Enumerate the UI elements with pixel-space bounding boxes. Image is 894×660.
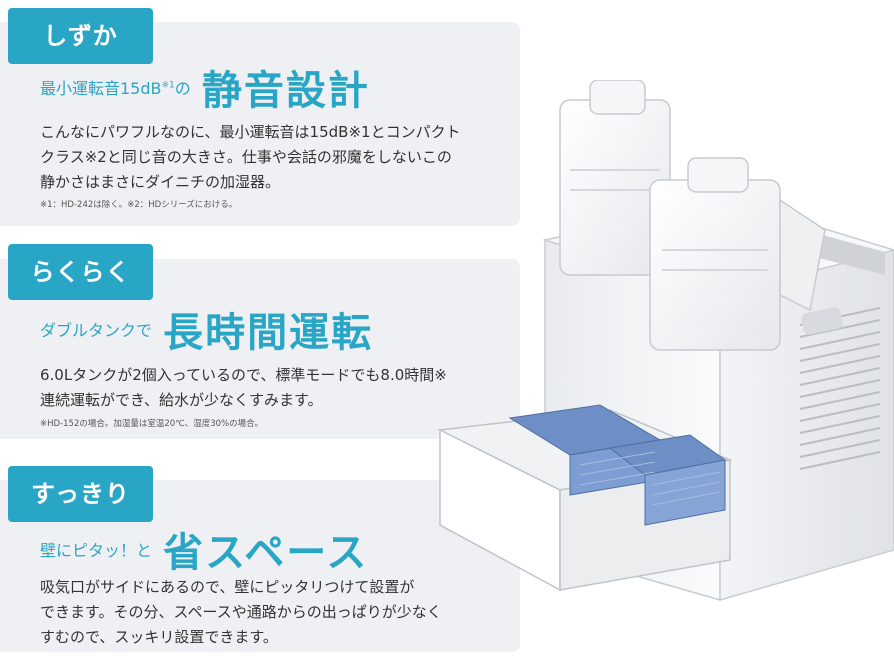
headline-lead-compact: 壁にピタッ！と: [40, 541, 153, 560]
body-quiet: こんなにパワフルなのに、最小運転音は15dB※1とコンパクト クラス※2と同じ音…: [40, 120, 510, 195]
headline-compact: 壁にピタッ！と 省スペース: [40, 520, 368, 578]
body-line: クラス※2と同じ音の大きさ。仕事や会話の邪魔をしないこの: [40, 148, 452, 166]
section-tag-quiet: しずか: [8, 8, 153, 64]
headline-title-quiet: 静音設計: [201, 68, 370, 114]
handle-grip: [801, 307, 843, 335]
water-tank-right: [649, 157, 826, 351]
lead-footnote-mark: ※1: [161, 80, 175, 91]
body-line: 吸気口がサイドにあるので、壁にピッタリつけて設置が: [40, 578, 415, 596]
body-line: 連続運転ができ、給水が少なくすみます。: [40, 391, 323, 409]
body-line: できます。その分、スペースや通路からの出っぱりが少なく: [40, 603, 442, 621]
footnote-easy: ※HD-152の場合。加湿量は室温20℃、湿度30%の場合。: [40, 419, 264, 429]
headline-lead-quiet: 最小運転音15dB※1の: [40, 79, 191, 98]
body-line: 6.0Lタンクが2個入っているので、標準モードでも8.0時間※: [40, 366, 447, 384]
headline-title-compact: 省スペース: [163, 530, 369, 576]
body-compact: 吸気口がサイドにあるので、壁にピッタリつけて設置が できます。その分、スペースや…: [40, 575, 510, 650]
body-line: 静かさはまさにダイニチの加湿器。: [40, 173, 281, 191]
body-line: こんなにパワフルなのに、最小運転音は15dB※1とコンパクト: [40, 123, 461, 141]
humidifier-filter: [508, 404, 727, 526]
section-tag-compact: すっきり: [8, 466, 153, 522]
lead-suffix: の: [174, 79, 191, 98]
body-line: すむので、スッキリ設置できます。: [40, 628, 278, 646]
headline-title-easy: 長時間運転: [163, 310, 374, 356]
section-tag-easy: らくらく: [8, 244, 153, 300]
headline-easy: ダブルタンクで 長時間運転: [40, 300, 373, 358]
headline-quiet: 最小運転音15dB※1の 静音設計: [40, 58, 370, 116]
footnote-quiet: ※1：HD-242は除く。※2：HDシリーズにおける。: [40, 200, 238, 210]
humidifier-illustration: [437, 80, 894, 601]
body-easy: 6.0Lタンクが2個入っているので、標準モードでも8.0時間※ 連続運転ができ、…: [40, 363, 510, 413]
headline-lead-easy: ダブルタンクで: [40, 321, 153, 340]
water-tank-left: [559, 80, 671, 276]
lead-text: 最小運転音15dB: [40, 79, 162, 98]
